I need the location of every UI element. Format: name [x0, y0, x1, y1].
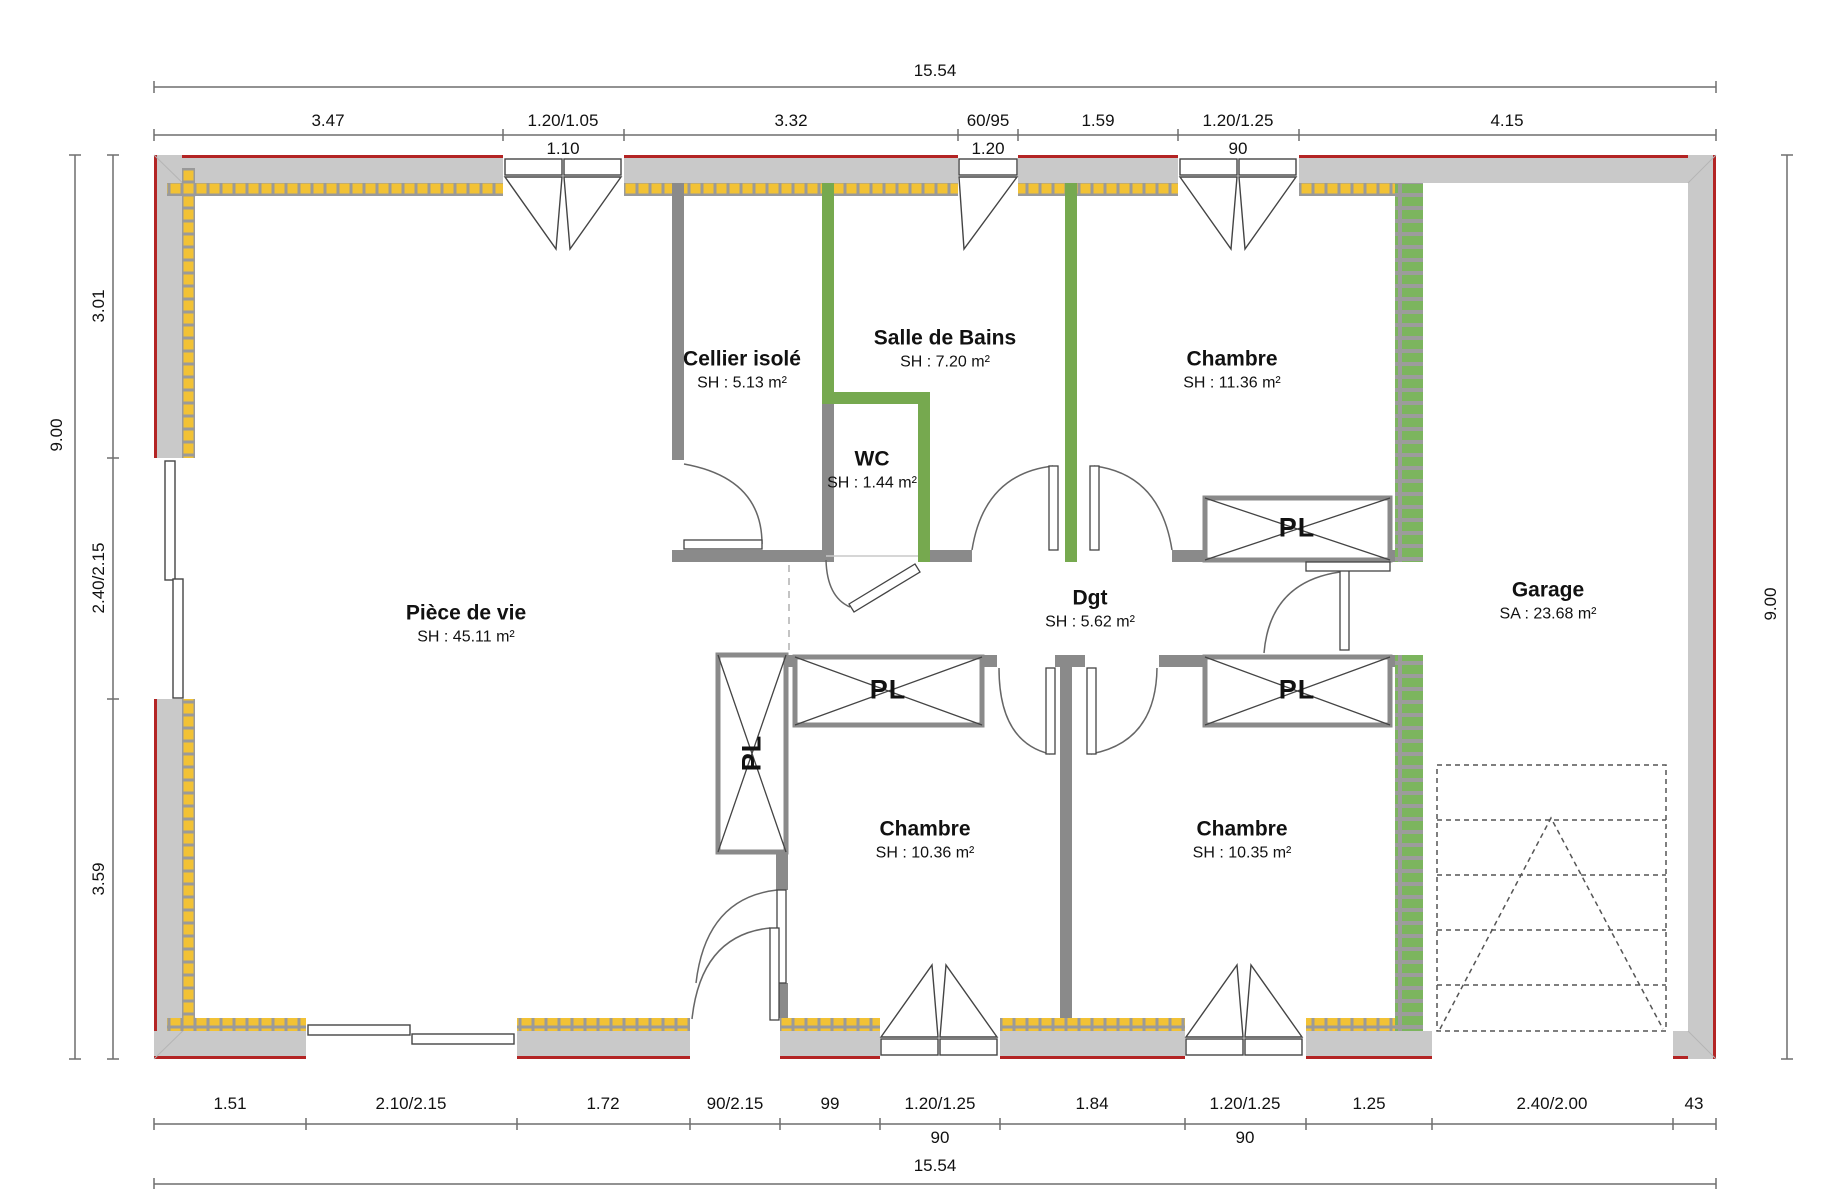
windows [164, 158, 1304, 1056]
room-name: WC [854, 447, 890, 471]
room-name: Salle de Bains [873, 326, 1017, 350]
room-label-chambre-sud-ouest: Chambre SH : 10.36 m² [876, 818, 975, 863]
room-label-garage: Garage SA : 23.68 m² [1500, 579, 1597, 624]
room-name: Dgt [1072, 586, 1108, 610]
room-name: Chambre [879, 817, 971, 841]
dim-left-seg: 2.40/2.15 [89, 542, 108, 614]
dim-bottom-total: 15.54 [913, 1156, 957, 1175]
room-area: SH : 5.13 m² [697, 374, 787, 392]
dim-top-sub: 90 [1228, 139, 1248, 158]
room-label-chambre-nord: Chambre SH : 11.36 m² [1183, 348, 1281, 393]
dim-bottom-seg: 2.40/2.00 [1516, 1094, 1588, 1113]
room-label-degagement: Dgt SH : 5.62 m² [1045, 587, 1135, 632]
dim-bottom-seg: 43 [1684, 1094, 1704, 1113]
dim-bottom-seg: 90/2.15 [706, 1094, 764, 1113]
dim-bottom-sub: 90 [930, 1128, 950, 1147]
dim-bottom-seg: 1.51 [213, 1094, 247, 1113]
room-name: Chambre [1196, 817, 1288, 841]
dim-bottom-seg: 1.20/1.25 [904, 1094, 976, 1113]
dim-bottom-seg: 2.10/2.15 [375, 1094, 447, 1113]
garage-separation-wall [1395, 183, 1423, 1031]
dim-left-seg: 3.01 [89, 289, 108, 323]
room-area: SH : 5.62 m² [1045, 613, 1135, 631]
room-name: Chambre [1186, 347, 1278, 371]
room-name: Garage [1511, 578, 1585, 602]
dim-top-seg: 1.59 [1081, 111, 1115, 130]
garage-door-symbol [1436, 764, 1667, 1032]
dimension-lines [69, 81, 1793, 1189]
room-area: SH : 11.36 m² [1183, 374, 1281, 392]
room-label-chambre-sud-est: Chambre SH : 10.35 m² [1193, 818, 1292, 863]
dim-bottom-seg: 1.72 [586, 1094, 620, 1113]
room-area: SH : 45.11 m² [417, 628, 515, 646]
dim-left-seg: 3.59 [89, 862, 108, 896]
closet-cross-lines [717, 497, 1391, 853]
dim-top-sub: 1.20 [971, 139, 1005, 158]
green-partitions [822, 183, 1077, 562]
room-area: SH : 7.20 m² [900, 353, 990, 371]
closet-label: PL [869, 674, 907, 705]
room-area: SH : 1.44 m² [827, 474, 917, 492]
dim-left-total: 9.00 [47, 418, 66, 452]
dim-top-seg: 3.47 [311, 111, 345, 130]
closet-label: PL [1278, 512, 1316, 543]
dim-top-seg: 3.32 [774, 111, 808, 130]
insulation-hatch [167, 168, 1395, 1031]
dim-bottom-seg: 1.84 [1075, 1094, 1109, 1113]
room-label-wc: WC SH : 1.44 m² [827, 448, 917, 493]
dim-top-seg: 60/95 [966, 111, 1010, 130]
doors [683, 463, 1391, 1021]
dim-right-total: 9.00 [1761, 587, 1780, 621]
room-label-piece-de-vie: Pièce de vie SH : 45.11 m² [406, 602, 526, 647]
exterior-walls [153, 154, 1717, 1060]
dim-top-sub: 1.10 [546, 139, 580, 158]
room-area: SH : 10.36 m² [875, 844, 975, 862]
dim-bottom-seg: 1.25 [1352, 1094, 1386, 1113]
room-name: Pièce de vie [405, 601, 527, 625]
dim-top-seg: 1.20/1.25 [1202, 111, 1274, 130]
room-area: SA : 23.68 m² [1499, 605, 1597, 623]
dim-top-seg: 1.20/1.05 [527, 111, 599, 130]
closet-label: PL [736, 734, 767, 772]
room-area: SH : 10.35 m² [1192, 844, 1292, 862]
closet-label: PL [1278, 674, 1316, 705]
dim-bottom-seg: 1.20/1.25 [1209, 1094, 1281, 1113]
dim-top-seg: 4.15 [1490, 111, 1524, 130]
room-label-cellier: Cellier isolé SH : 5.13 m² [683, 348, 801, 393]
dim-bottom-sub: 90 [1235, 1128, 1255, 1147]
dim-bottom-seg: 99 [820, 1094, 840, 1113]
dim-top-total: 15.54 [913, 61, 957, 80]
room-label-salle-de-bains: Salle de Bains SH : 7.20 m² [874, 327, 1016, 372]
room-name: Cellier isolé [683, 347, 801, 371]
